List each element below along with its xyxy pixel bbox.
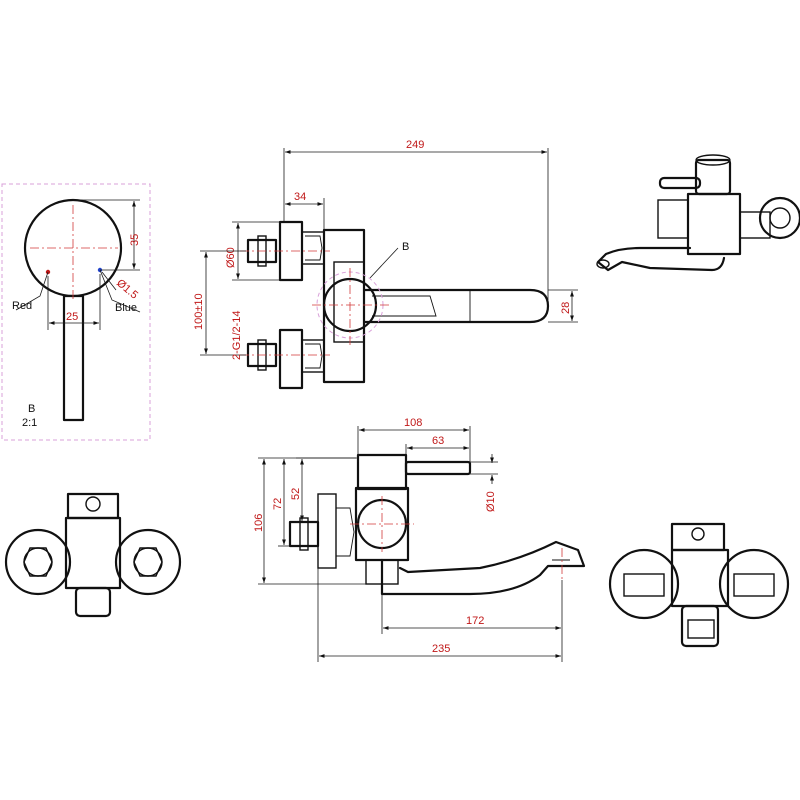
end-flange-right-right: [718, 548, 790, 620]
inlet-connector-front: [288, 520, 320, 548]
label-red: Red: [12, 300, 32, 312]
iso-spout: [596, 246, 726, 272]
detail-frame: [1, 183, 151, 441]
iso-lever: [658, 176, 702, 190]
dim-dia-10: Ø10: [485, 491, 497, 512]
dim-72: 72: [272, 498, 284, 510]
dim-hole: Ø1.5: [114, 277, 140, 302]
dim-235: 235: [432, 643, 450, 655]
callout-b: B: [402, 241, 409, 253]
top-view: B 249 34 Ø60 100±10 2-G1/2-14 28: [193, 139, 578, 390]
view-label: B: [28, 403, 35, 415]
dim-dia-60: Ø60: [225, 247, 237, 268]
end-flange-right: [114, 528, 182, 596]
spout-front: [380, 540, 586, 596]
front-view: 108 63 Ø10 106 72 52 172 235: [253, 417, 586, 662]
dim-34: 34: [294, 191, 306, 203]
detail-b-view: 35 25 Ø1.5 Red Blue B 2:1: [1, 183, 151, 441]
right-end-view: [608, 522, 790, 648]
handle-lever: [62, 294, 85, 422]
dim-35: 35: [129, 234, 141, 246]
dim-63: 63: [432, 435, 444, 447]
end-body: [64, 516, 122, 590]
label-blue: Blue: [115, 302, 137, 314]
dim-249: 249: [406, 139, 424, 151]
dim-28: 28: [560, 302, 572, 314]
scale-label: 2:1: [22, 417, 37, 429]
dim-108: 108: [404, 417, 422, 429]
end-flange-left: [4, 528, 72, 596]
end-flange-right-left: [608, 548, 680, 620]
handle-cartridge: [356, 453, 408, 491]
left-end-view: [4, 492, 182, 618]
spout-top: [362, 288, 550, 324]
dim-52: 52: [290, 488, 302, 500]
dim-100: 100±10: [193, 293, 205, 330]
valve-body: [322, 228, 366, 384]
dim-25: 25: [66, 311, 78, 323]
iso-body: [686, 192, 742, 256]
handle-knob-front: [356, 498, 408, 550]
dim-172: 172: [466, 615, 484, 627]
handle-lever-front: [404, 460, 472, 476]
dim-106: 106: [253, 514, 265, 532]
iso-view: [596, 154, 800, 272]
dim-thread: 2-G1/2-14: [231, 310, 243, 360]
iso-flange: [758, 196, 800, 240]
